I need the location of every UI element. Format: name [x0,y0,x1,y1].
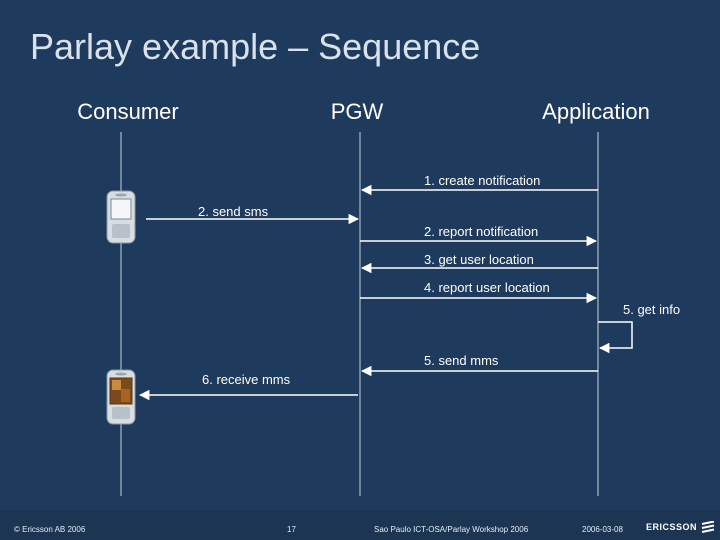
label-get-info: 5. get info [623,302,681,317]
slide-title: Parlay example – Sequence [30,26,481,67]
actor-application: Application [542,99,650,124]
label-send-sms: 2. send sms [198,204,269,219]
label-create-notification: 1. create notification [424,173,541,188]
footer-copyright: © Ericsson AB 2006 [14,525,86,534]
label-receive-mms: 6. receive mms [202,372,291,387]
ericsson-logo-icon [701,521,715,533]
actor-consumer: Consumer [77,99,179,124]
label-get-user-location: 3. get user location [424,252,534,267]
ericsson-logo-text: ERICSSON [646,522,698,532]
footer-date: 2006-03-08 [582,525,623,534]
footer-bar [0,510,720,540]
label-send-mms: 5. send mms [424,353,499,368]
footer-event: Sao Paulo ICT-OSA/Parlay Workshop 2006 [374,525,529,534]
arrow-get-info [598,321,633,354]
sequence-diagram [120,132,633,496]
label-report-notification: 2. report notification [424,224,539,239]
mms-phone-icon [106,369,136,425]
label-report-user-location: 4. report user location [424,280,550,295]
mobile-phone-icon [106,190,136,244]
actor-pgw: PGW [330,99,384,124]
footer-page-number: 17 [287,525,296,534]
